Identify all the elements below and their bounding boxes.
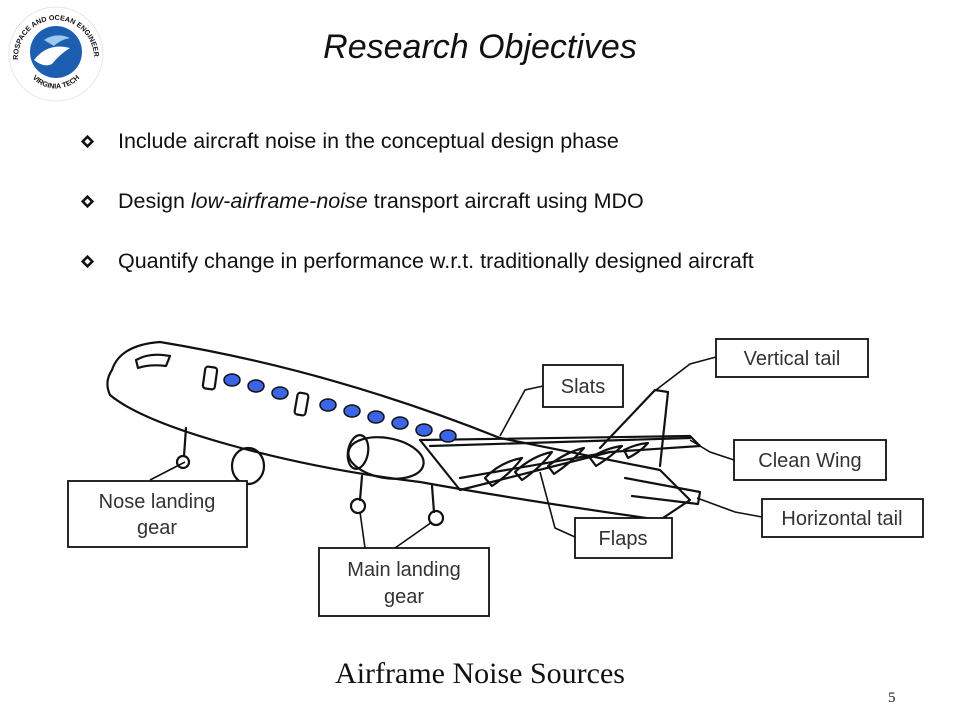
cabin-window	[367, 410, 385, 424]
cabin-window	[319, 398, 337, 412]
diamond-bullet-icon	[80, 194, 95, 209]
nose-gear-label-line2: gear	[137, 517, 177, 539]
diamond-bullet-icon	[80, 134, 95, 149]
nose-gear-box	[67, 480, 248, 548]
flap-fairing	[513, 450, 554, 482]
airframe-noise-diagram: Slats Vertical tail Clean Wing Horizonta…	[67, 338, 924, 617]
slat-line	[428, 436, 692, 448]
slide-title: Research Objectives	[323, 28, 637, 66]
clean-wing-label: Clean Wing	[758, 450, 861, 472]
main-gear-leader-line-2	[394, 521, 433, 549]
main-gear-strut	[358, 474, 436, 514]
bullet-text: Quantify change in performance w.r.t. tr…	[118, 249, 754, 273]
fuselage-outline	[106, 340, 692, 522]
slats-box	[542, 364, 624, 408]
bullet-item: Include aircraft noise in the conceptual…	[80, 128, 940, 154]
main-gear-leader-line-1	[359, 511, 366, 549]
cabin-window	[439, 429, 457, 443]
flap-line	[458, 450, 612, 480]
flap-fairing	[546, 446, 586, 476]
cabin-window	[343, 404, 361, 418]
horizontal-tail-label: Horizontal tail	[781, 508, 902, 530]
front-door	[201, 365, 219, 391]
flap-fairing	[483, 456, 524, 488]
cockpit-window	[134, 353, 172, 370]
vertical-tail-shape	[598, 388, 670, 468]
main-gear-wheel	[349, 497, 367, 515]
flaps-leader-line	[539, 471, 576, 538]
horizontal-tail-leader-line	[696, 497, 763, 518]
figure-caption: Airframe Noise Sources	[335, 657, 625, 690]
nose-gear-label-line1: Nose landing	[99, 491, 216, 513]
flap-fairing	[622, 441, 650, 460]
clean-wing-box	[733, 439, 887, 481]
bullet-item: Quantify change in performance w.r.t. tr…	[80, 248, 940, 274]
main-gear-box	[318, 547, 490, 617]
flaps-label: Flaps	[599, 528, 648, 550]
main-gear-wheel	[427, 509, 445, 527]
flap-fairing	[588, 444, 624, 468]
slats-leader-line	[499, 385, 544, 437]
nose-gear-leader-line	[149, 461, 186, 481]
bullet-text: Design	[118, 189, 191, 213]
vertical-tail-leader-line	[651, 356, 717, 394]
nose-gear-strut	[182, 426, 188, 458]
bullet-item: Design low-airframe-noise transport airc…	[80, 188, 940, 214]
slats-label: Slats	[561, 376, 605, 398]
cabin-window	[415, 423, 433, 437]
cabin-window	[247, 379, 265, 393]
diamond-bullet-icon	[80, 254, 95, 269]
vertical-tail-label: Vertical tail	[744, 348, 841, 370]
cabin-window	[391, 416, 409, 430]
main-gear-label-line1: Main landing	[347, 559, 460, 581]
flaps-box	[574, 517, 673, 559]
far-engine	[230, 446, 266, 486]
horizontal-tail-box	[761, 498, 924, 538]
rear-door	[293, 391, 310, 417]
main-gear-label-line2: gear	[384, 586, 424, 608]
bullet-emphasis: low-airframe-noise	[190, 189, 368, 213]
wing-shape	[418, 434, 702, 492]
engine-inlet	[346, 434, 370, 470]
cabin-window	[223, 373, 241, 387]
bullet-text: Include aircraft noise in the conceptual…	[118, 129, 619, 153]
page-number: 5	[888, 690, 896, 706]
vertical-tail-box	[715, 338, 869, 378]
objectives-list: Include aircraft noise in the conceptual…	[80, 128, 940, 308]
clean-wing-leader-line	[689, 439, 735, 461]
nose-gear-wheel	[175, 454, 191, 470]
bullet-text-suffix: transport aircraft using MDO	[367, 189, 644, 213]
virginia-tech-aoe-logo: AEROSPACE AND OCEAN ENGINEERING VIRGINIA…	[4, 2, 104, 102]
cabin-window	[271, 386, 289, 400]
